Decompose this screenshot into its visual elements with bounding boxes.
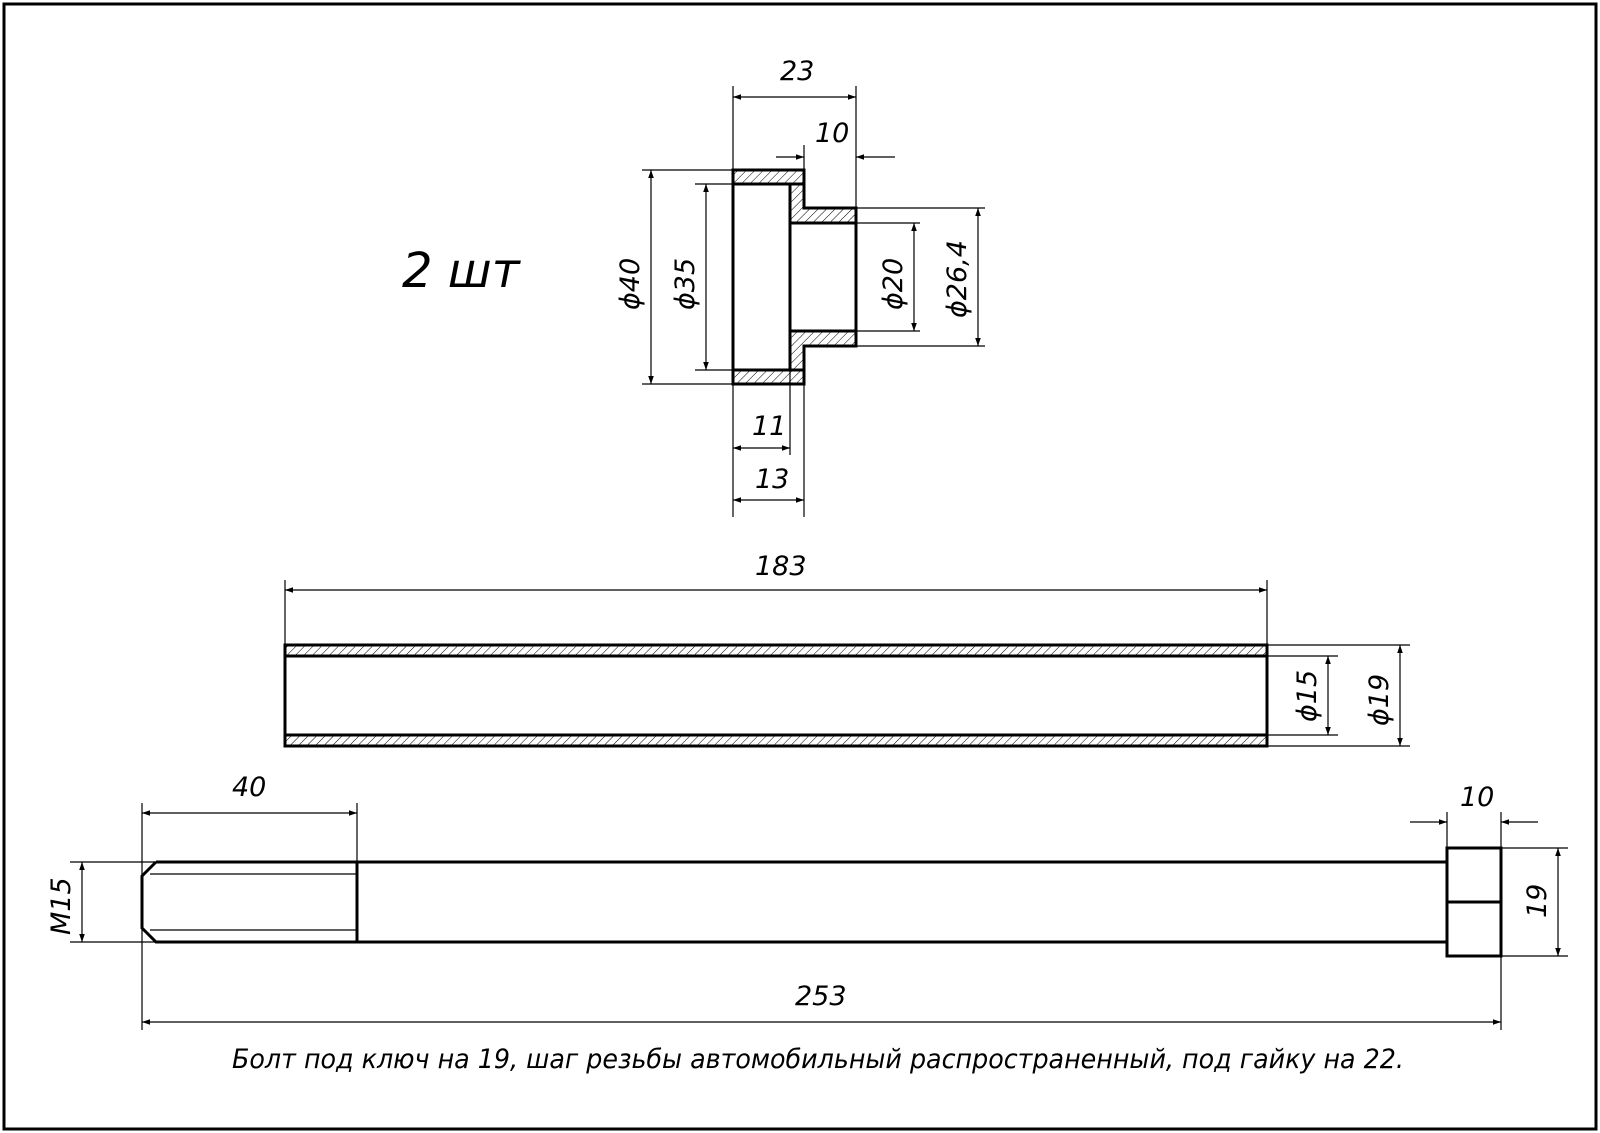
bolt-part: 40 10 M15 19 253 — [46, 772, 1568, 1030]
dim-text-10-bolt: 10 — [1460, 782, 1494, 813]
tube-part: 183 ϕ15 ϕ19 — [283, 551, 1410, 748]
tube-wall-bottom — [283, 733, 1269, 748]
sleeve-wall-bottom-neck — [788, 329, 858, 372]
dim-text-11: 11 — [752, 411, 786, 442]
tube-wall-top — [283, 643, 1269, 658]
dim-text-d20: ϕ20 — [878, 258, 909, 310]
dim-text-m15: M15 — [46, 877, 77, 935]
sleeve-wall-top-neck — [788, 182, 858, 225]
sleeve-part: 23 10 ϕ40 ϕ35 ϕ20 ϕ26,4 11 13 — [615, 56, 985, 517]
dim-text-253: 253 — [795, 981, 847, 1012]
sleeve-wall-top-flange — [731, 168, 806, 186]
dim-text-10-sleeve: 10 — [815, 118, 849, 149]
dim-text-13: 13 — [755, 464, 789, 495]
note-text: Болт под ключ на 19, шаг резьбы автомоби… — [232, 1044, 1404, 1075]
dim-text-d35: ϕ35 — [670, 258, 701, 310]
dim-text-d15: ϕ15 — [1292, 670, 1323, 722]
dim-text-19-bolt: 19 — [1522, 884, 1553, 918]
dim-text-40: 40 — [232, 772, 266, 803]
dim-text-d26-4: ϕ26,4 — [942, 240, 973, 318]
dim-text-d40: ϕ40 — [615, 258, 646, 310]
dim-text-23: 23 — [780, 56, 814, 87]
tube-outline — [283, 643, 1269, 748]
sleeve-wall-bottom-flange — [731, 368, 806, 386]
quantity-label: 2 шт — [402, 243, 522, 299]
dim-text-183: 183 — [755, 551, 807, 582]
dim-text-d19: ϕ19 — [1364, 674, 1395, 726]
